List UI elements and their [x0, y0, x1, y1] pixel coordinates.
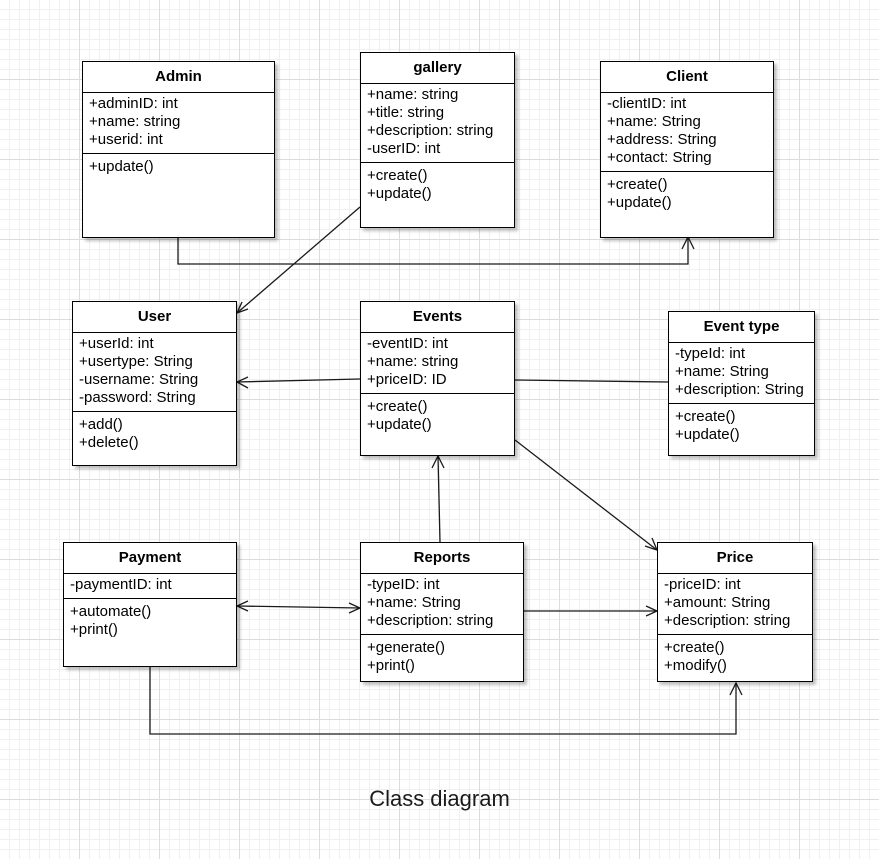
operation: +print() — [70, 621, 118, 638]
attribute: -username: String — [79, 371, 199, 388]
connector-events-price — [514, 439, 658, 551]
class-payment-attributes: -paymentID: int — [64, 574, 236, 599]
class-event-type-operations: +create() +update() — [669, 404, 814, 455]
operation: +update() — [367, 416, 432, 433]
connector-payment-price — [149, 667, 737, 735]
arrowhead-price-bottom — [729, 681, 743, 696]
class-event-type-title: Event type — [669, 312, 814, 343]
operation: +print() — [367, 657, 415, 674]
class-user-attributes: +userId: int +usertype: String -username… — [73, 333, 236, 412]
operation: +create() — [675, 408, 736, 425]
attribute: +adminID: int — [89, 95, 178, 112]
class-user-title: User — [73, 302, 236, 333]
attribute: +contact: String — [607, 149, 712, 166]
connector-events-eventtype — [514, 379, 669, 383]
connector-gallery-user — [236, 206, 361, 314]
class-client[interactable]: Client -clientID: int +name: String +add… — [600, 61, 774, 238]
class-gallery[interactable]: gallery +name: string +title: string +de… — [360, 52, 515, 228]
class-events-title: Events — [361, 302, 514, 333]
class-admin-operations: +update() — [83, 154, 274, 237]
attribute: +name: String — [367, 594, 461, 611]
class-client-operations: +create() +update() — [601, 172, 773, 237]
operation: +create() — [367, 398, 428, 415]
class-event-type-attributes: -typeId: int +name: String +description:… — [669, 343, 814, 404]
arrowhead-payment — [235, 600, 249, 612]
attribute: +userId: int — [79, 335, 154, 352]
class-events-attributes: -eventID: int +name: string +priceID: ID — [361, 333, 514, 394]
class-gallery-operations: +create() +update() — [361, 163, 514, 227]
attribute: +address: String — [607, 131, 717, 148]
attribute: +name: string — [367, 86, 459, 103]
attribute: +usertype: String — [79, 353, 193, 370]
attribute: +amount: String — [664, 594, 771, 611]
operation: +update() — [367, 185, 432, 202]
operation: +modify() — [664, 657, 727, 674]
class-reports-attributes: -typeID: int +name: String +description:… — [361, 574, 523, 635]
operation: +create() — [664, 639, 725, 656]
attribute: -typeId: int — [675, 345, 746, 362]
class-admin-attributes: +adminID: int +name: string +userid: int — [83, 93, 274, 154]
connector-events-user — [236, 378, 361, 383]
attribute: -typeID: int — [367, 576, 440, 593]
class-reports-title: Reports — [361, 543, 523, 574]
operation: +create() — [367, 167, 428, 184]
class-reports[interactable]: Reports -typeID: int +name: String +desc… — [360, 542, 524, 682]
class-admin-title: Admin — [83, 62, 274, 93]
class-user[interactable]: User +userId: int +usertype: String -use… — [72, 301, 237, 466]
class-price[interactable]: Price -priceID: int +amount: String +des… — [657, 542, 813, 682]
class-payment-title: Payment — [64, 543, 236, 574]
operation: +update() — [607, 194, 672, 211]
class-reports-operations: +generate() +print() — [361, 635, 523, 681]
operation: +automate() — [70, 603, 152, 620]
class-client-title: Client — [601, 62, 773, 93]
operation: +add() — [79, 416, 123, 433]
attribute: -priceID: int — [664, 576, 741, 593]
operation: +delete() — [79, 434, 139, 451]
attribute: +description: string — [367, 122, 494, 139]
class-events-operations: +create() +update() — [361, 394, 514, 455]
class-admin[interactable]: Admin +adminID: int +name: string +useri… — [82, 61, 275, 238]
class-price-attributes: -priceID: int +amount: String +descripti… — [658, 574, 812, 635]
attribute: -paymentID: int — [70, 576, 172, 593]
arrowhead-events — [431, 454, 445, 469]
attribute: -clientID: int — [607, 95, 687, 112]
attribute: +description: string — [664, 612, 791, 629]
class-event-type[interactable]: Event type -typeId: int +name: String +d… — [668, 311, 815, 456]
arrowhead-user-side — [235, 376, 249, 389]
operation: +update() — [675, 426, 740, 443]
connector-payment-reports — [236, 605, 361, 609]
attribute: +name: String — [607, 113, 701, 130]
attribute: +title: string — [367, 104, 445, 121]
class-price-title: Price — [658, 543, 812, 574]
class-price-operations: +create() +modify() — [658, 635, 812, 681]
attribute: +priceID: ID — [367, 371, 447, 388]
class-client-attributes: -clientID: int +name: String +address: S… — [601, 93, 773, 172]
attribute: +name: String — [675, 363, 769, 380]
arrowhead-user-top — [235, 301, 249, 315]
attribute: -eventID: int — [367, 335, 448, 352]
class-payment-operations: +automate() +print() — [64, 599, 236, 666]
connector-reports-events — [437, 455, 441, 543]
operation: +update() — [89, 158, 154, 175]
class-payment[interactable]: Payment -paymentID: int +automate() +pri… — [63, 542, 237, 667]
attribute: +name: string — [89, 113, 181, 130]
attribute: +description: String — [675, 381, 804, 398]
attribute: +description: string — [367, 612, 494, 629]
class-gallery-attributes: +name: string +title: string +descriptio… — [361, 84, 514, 163]
attribute: -userID: int — [367, 140, 441, 157]
class-gallery-title: gallery — [361, 53, 514, 84]
class-events[interactable]: Events -eventID: int +name: string +pric… — [360, 301, 515, 456]
operation: +generate() — [367, 639, 445, 656]
attribute: +userid: int — [89, 131, 163, 148]
connector-admin-client — [177, 237, 689, 265]
operation: +create() — [607, 176, 668, 193]
diagram-caption: Class diagram — [369, 786, 510, 811]
attribute: -password: String — [79, 389, 196, 406]
attribute: +name: string — [367, 353, 459, 370]
class-user-operations: +add() +delete() — [73, 412, 236, 465]
